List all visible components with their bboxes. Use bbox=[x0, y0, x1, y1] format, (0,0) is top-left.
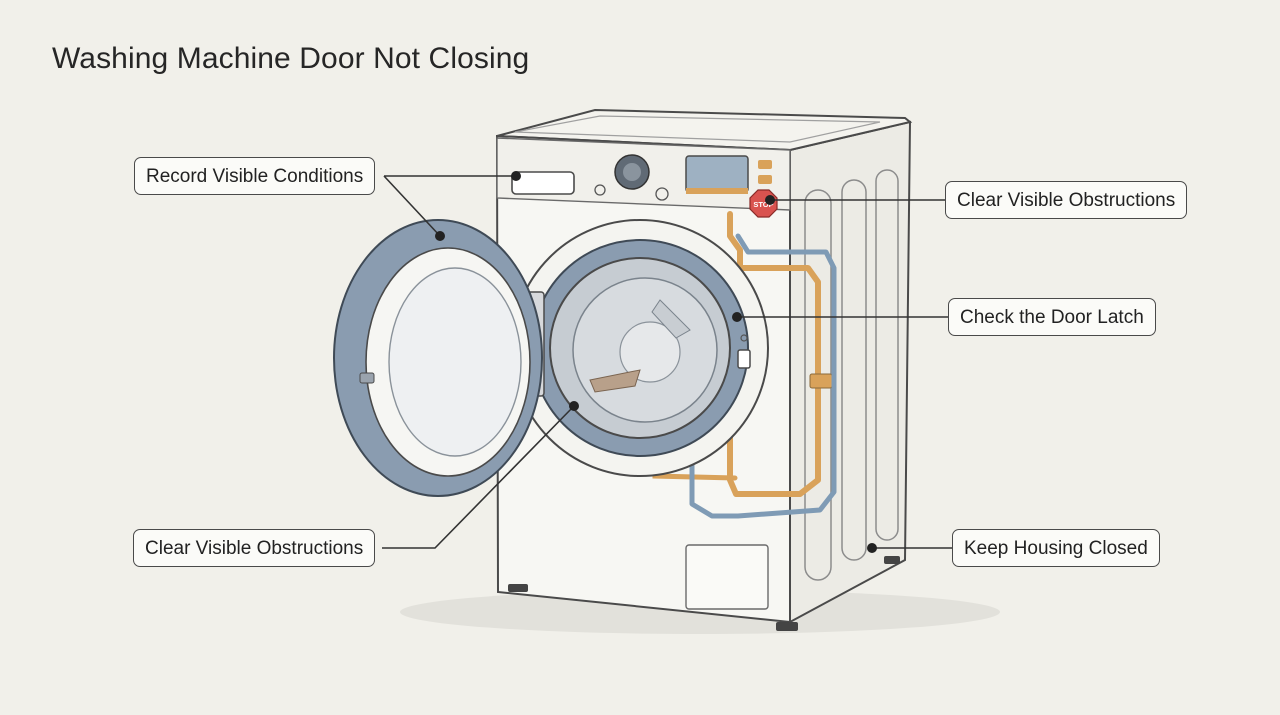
page-title: Washing Machine Door Not Closing bbox=[52, 42, 530, 75]
detergent-drawer bbox=[511, 171, 575, 195]
machine-foot-back bbox=[884, 556, 900, 564]
drum-center bbox=[619, 321, 681, 383]
side-panel bbox=[789, 120, 912, 624]
leader-record bbox=[383, 175, 516, 237]
marker-clear-bottom bbox=[569, 401, 579, 411]
drum-paddle-2 bbox=[651, 299, 691, 339]
display-strip bbox=[686, 188, 748, 194]
control-button-1 bbox=[758, 160, 772, 169]
stop-sign-label: STOP bbox=[753, 200, 773, 209]
power-button-icon bbox=[594, 184, 606, 196]
machine-foot-left bbox=[508, 584, 528, 592]
marker-latch bbox=[732, 312, 742, 322]
door-latch bbox=[737, 349, 751, 369]
marker-housing bbox=[867, 543, 877, 553]
marker-clear-top bbox=[765, 195, 775, 205]
door-glass bbox=[388, 267, 522, 457]
control-button-2 bbox=[758, 175, 772, 184]
top-panel-inner bbox=[514, 115, 881, 143]
callout-clear-visible-obstructions-bottom: Clear Visible Obstructions bbox=[133, 529, 376, 567]
service-hatch bbox=[685, 544, 769, 610]
side-rib-3 bbox=[875, 169, 899, 541]
callout-clear-visible-obstructions-top: Clear Visible Obstructions bbox=[945, 181, 1188, 219]
small-knob-icon bbox=[655, 187, 669, 201]
copper-pipe bbox=[727, 211, 821, 497]
blue-hose bbox=[689, 233, 837, 519]
side-rib-2 bbox=[841, 179, 867, 561]
callout-keep-housing-closed: Keep Housing Closed bbox=[952, 529, 1160, 567]
drum-paddle bbox=[589, 369, 641, 393]
machine-foot-right bbox=[776, 622, 798, 631]
display-panel bbox=[685, 155, 749, 193]
latch-indicator bbox=[740, 334, 748, 342]
door-handle bbox=[359, 372, 375, 384]
leader-clear-bottom bbox=[382, 405, 575, 549]
program-dial-center bbox=[623, 163, 641, 181]
callout-check-door-latch: Check the Door Latch bbox=[948, 298, 1156, 336]
pipe-clamp bbox=[809, 373, 833, 389]
marker-record-drawer bbox=[511, 171, 521, 181]
marker-record-door bbox=[435, 231, 445, 241]
callout-record-visible-conditions: Record Visible Conditions bbox=[134, 157, 376, 195]
